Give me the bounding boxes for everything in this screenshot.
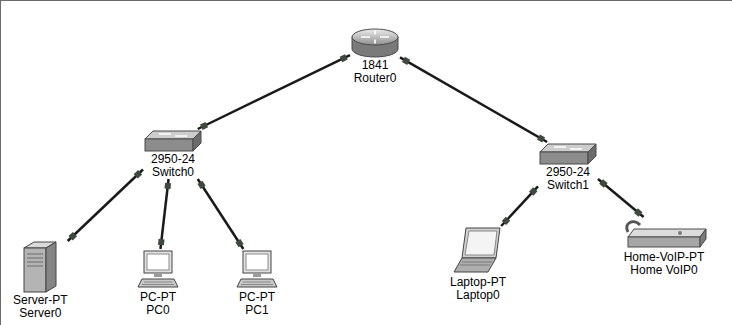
device-name: PC0 xyxy=(146,304,169,317)
link-light xyxy=(158,239,165,246)
device-name: Router0 xyxy=(354,72,397,85)
network-link xyxy=(400,57,547,143)
link-cable xyxy=(598,179,644,217)
network-link xyxy=(501,186,538,226)
server-icon xyxy=(20,240,60,294)
device-model: 2950-24 xyxy=(151,153,195,166)
network-link xyxy=(598,179,644,217)
network-device: PC-PTPC0 xyxy=(136,249,180,317)
network-device: Server-PTServer0 xyxy=(13,240,68,320)
link-cable xyxy=(501,186,538,226)
link-cable xyxy=(400,57,547,142)
network-device: Home-VoIP-PTHome VoIP0 xyxy=(620,217,708,277)
link-light xyxy=(634,208,642,216)
link-light xyxy=(235,239,243,247)
device-name: Server0 xyxy=(19,307,61,320)
device-name: Laptop0 xyxy=(456,289,499,302)
network-device: Laptop-PTLaptop0 xyxy=(450,226,506,302)
link-cable xyxy=(160,179,168,249)
link-light xyxy=(69,232,77,240)
network-link xyxy=(198,54,350,130)
link-light xyxy=(134,170,142,178)
device-model: Laptop-PT xyxy=(450,276,506,289)
router-icon xyxy=(350,27,400,59)
device-name: PC1 xyxy=(245,304,268,317)
link-light xyxy=(197,181,205,189)
link-cable xyxy=(198,55,350,129)
network-device: 2950-24Switch0 xyxy=(143,129,203,179)
link-light xyxy=(402,57,410,65)
device-name: Home VoIP0 xyxy=(630,264,697,277)
link-light xyxy=(340,54,348,62)
link-light xyxy=(529,187,537,195)
switch-icon xyxy=(538,142,598,166)
network-link xyxy=(68,169,143,241)
pc-icon xyxy=(235,249,279,291)
device-model: 2950-24 xyxy=(546,166,590,179)
network-link xyxy=(197,179,243,249)
link-light xyxy=(502,217,510,225)
device-model: Home-VoIP-PT xyxy=(624,251,705,264)
link-cable xyxy=(68,169,143,241)
device-model: 1841 xyxy=(362,59,389,72)
voip-icon xyxy=(620,217,708,251)
pc-icon xyxy=(136,249,180,291)
device-name: Switch1 xyxy=(547,179,589,192)
link-light xyxy=(200,122,208,130)
device-name: Switch0 xyxy=(152,166,194,179)
switch-icon xyxy=(143,129,203,153)
device-model: Server-PT xyxy=(13,294,68,307)
device-model: PC-PT xyxy=(239,291,275,304)
network-device: PC-PTPC1 xyxy=(235,249,279,317)
link-cable xyxy=(198,179,244,249)
link-light xyxy=(537,134,545,142)
network-device: 2950-24Switch1 xyxy=(538,142,598,192)
network-link xyxy=(158,179,171,249)
link-light xyxy=(164,183,171,190)
link-light xyxy=(599,179,607,187)
network-device: 1841Router0 xyxy=(350,27,400,85)
laptop-icon xyxy=(452,226,504,276)
device-model: PC-PT xyxy=(140,291,176,304)
